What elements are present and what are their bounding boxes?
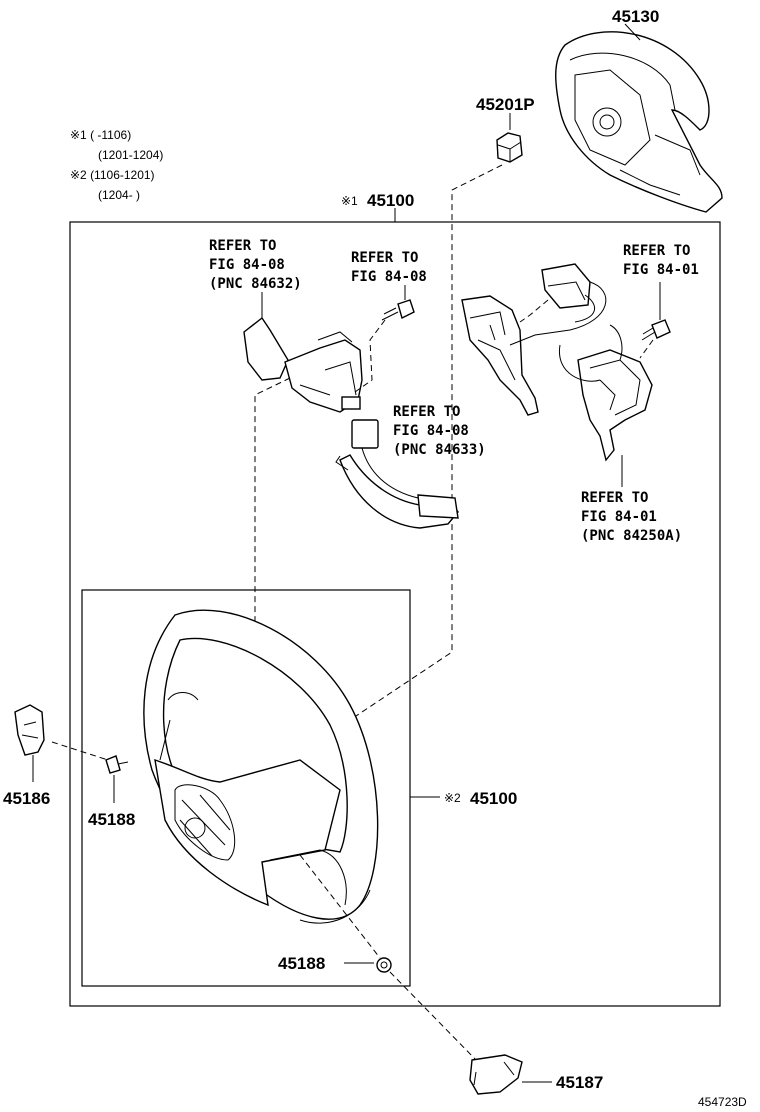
ref1-line2: FIG 84-08 — [209, 257, 285, 273]
left-switch-assembly-part[interactable] — [243, 316, 363, 413]
ref2-line2: FIG 84-08 — [351, 269, 427, 285]
airbag-leader — [624, 23, 641, 41]
note-1-line-1: ※1 ( -1106) — [70, 128, 131, 142]
left-cover-part-number[interactable]: 45186 — [3, 789, 50, 808]
ref1-line3: (PNC 84632) — [209, 276, 302, 292]
airbag-part-number[interactable]: 45130 — [612, 7, 659, 26]
bottom-cover-part-number[interactable]: 45187 — [556, 1073, 603, 1092]
note-2-line-2: (1204- ) — [98, 188, 140, 202]
airbag-module-part[interactable] — [555, 31, 723, 213]
ref4-line1: REFER TO — [393, 404, 460, 420]
ref4-line2: FIG 84-08 — [393, 423, 469, 439]
wheel-top-note-mark: ※1 — [341, 194, 358, 208]
ref5-line3: (PNC 84250A) — [581, 528, 682, 544]
refer-to-84632[interactable]: REFER TO FIG 84-08 (PNC 84632) — [209, 238, 302, 292]
applicability-notes: ※1 ( -1106) (1201-1204) ※2 (1106-1201) (… — [70, 128, 163, 202]
left-screw-part-number[interactable]: 45188 — [88, 810, 135, 829]
ref2-line1: REFER TO — [351, 250, 418, 266]
ref1-line1: REFER TO — [209, 238, 276, 254]
assembly-outer-box — [69, 221, 721, 1007]
bottom-screw-part[interactable] — [376, 957, 392, 973]
steering-wheel-part[interactable] — [143, 609, 379, 924]
figure-id: 454723D — [698, 1095, 747, 1109]
nut-dashed-path — [289, 164, 503, 761]
refer-to-84633[interactable]: REFER TO FIG 84-08 (PNC 84633) — [393, 404, 486, 458]
left-cover-dash — [51, 741, 109, 761]
wheel-top-part-number[interactable]: 45100 — [367, 191, 414, 210]
refer-to-84-01-screw[interactable]: REFER TO FIG 84-01 — [623, 243, 699, 278]
right-switch-assembly-part[interactable] — [461, 263, 654, 462]
wheel-inner-box — [81, 589, 411, 987]
ref5-line2: FIG 84-01 — [581, 509, 657, 525]
ref5-line1: REFER TO — [581, 490, 648, 506]
wheel-side-part-number[interactable]: 45100 — [470, 789, 517, 808]
ref3-line2: FIG 84-01 — [623, 262, 699, 278]
left-screw-part[interactable] — [105, 755, 129, 774]
ref3-line1: REFER TO — [623, 243, 690, 259]
right-screw-part[interactable] — [641, 319, 671, 341]
note-2-line-1: ※2 (1106-1201) — [70, 168, 155, 182]
left-cover-part[interactable] — [14, 704, 45, 756]
wheel-side-note-mark: ※2 — [444, 791, 461, 805]
left-screw-dash — [354, 319, 386, 393]
ref4-line3: (PNC 84633) — [393, 442, 486, 458]
spiral-cable-part[interactable] — [335, 419, 459, 529]
bottom-screw-part-number[interactable]: 45188 — [278, 954, 325, 973]
note-1-line-2: (1201-1204) — [98, 148, 163, 162]
bottom-cover-part[interactable] — [469, 1054, 523, 1095]
nut-part-number[interactable]: 45201P — [476, 95, 535, 114]
refer-to-84-08-screw[interactable]: REFER TO FIG 84-08 — [351, 250, 427, 285]
switch-screw-part[interactable] — [381, 299, 415, 321]
bottom-screw-dash — [299, 854, 479, 1063]
nut-part[interactable] — [496, 132, 523, 163]
refer-to-84250a[interactable]: REFER TO FIG 84-01 (PNC 84250A) — [581, 490, 682, 544]
